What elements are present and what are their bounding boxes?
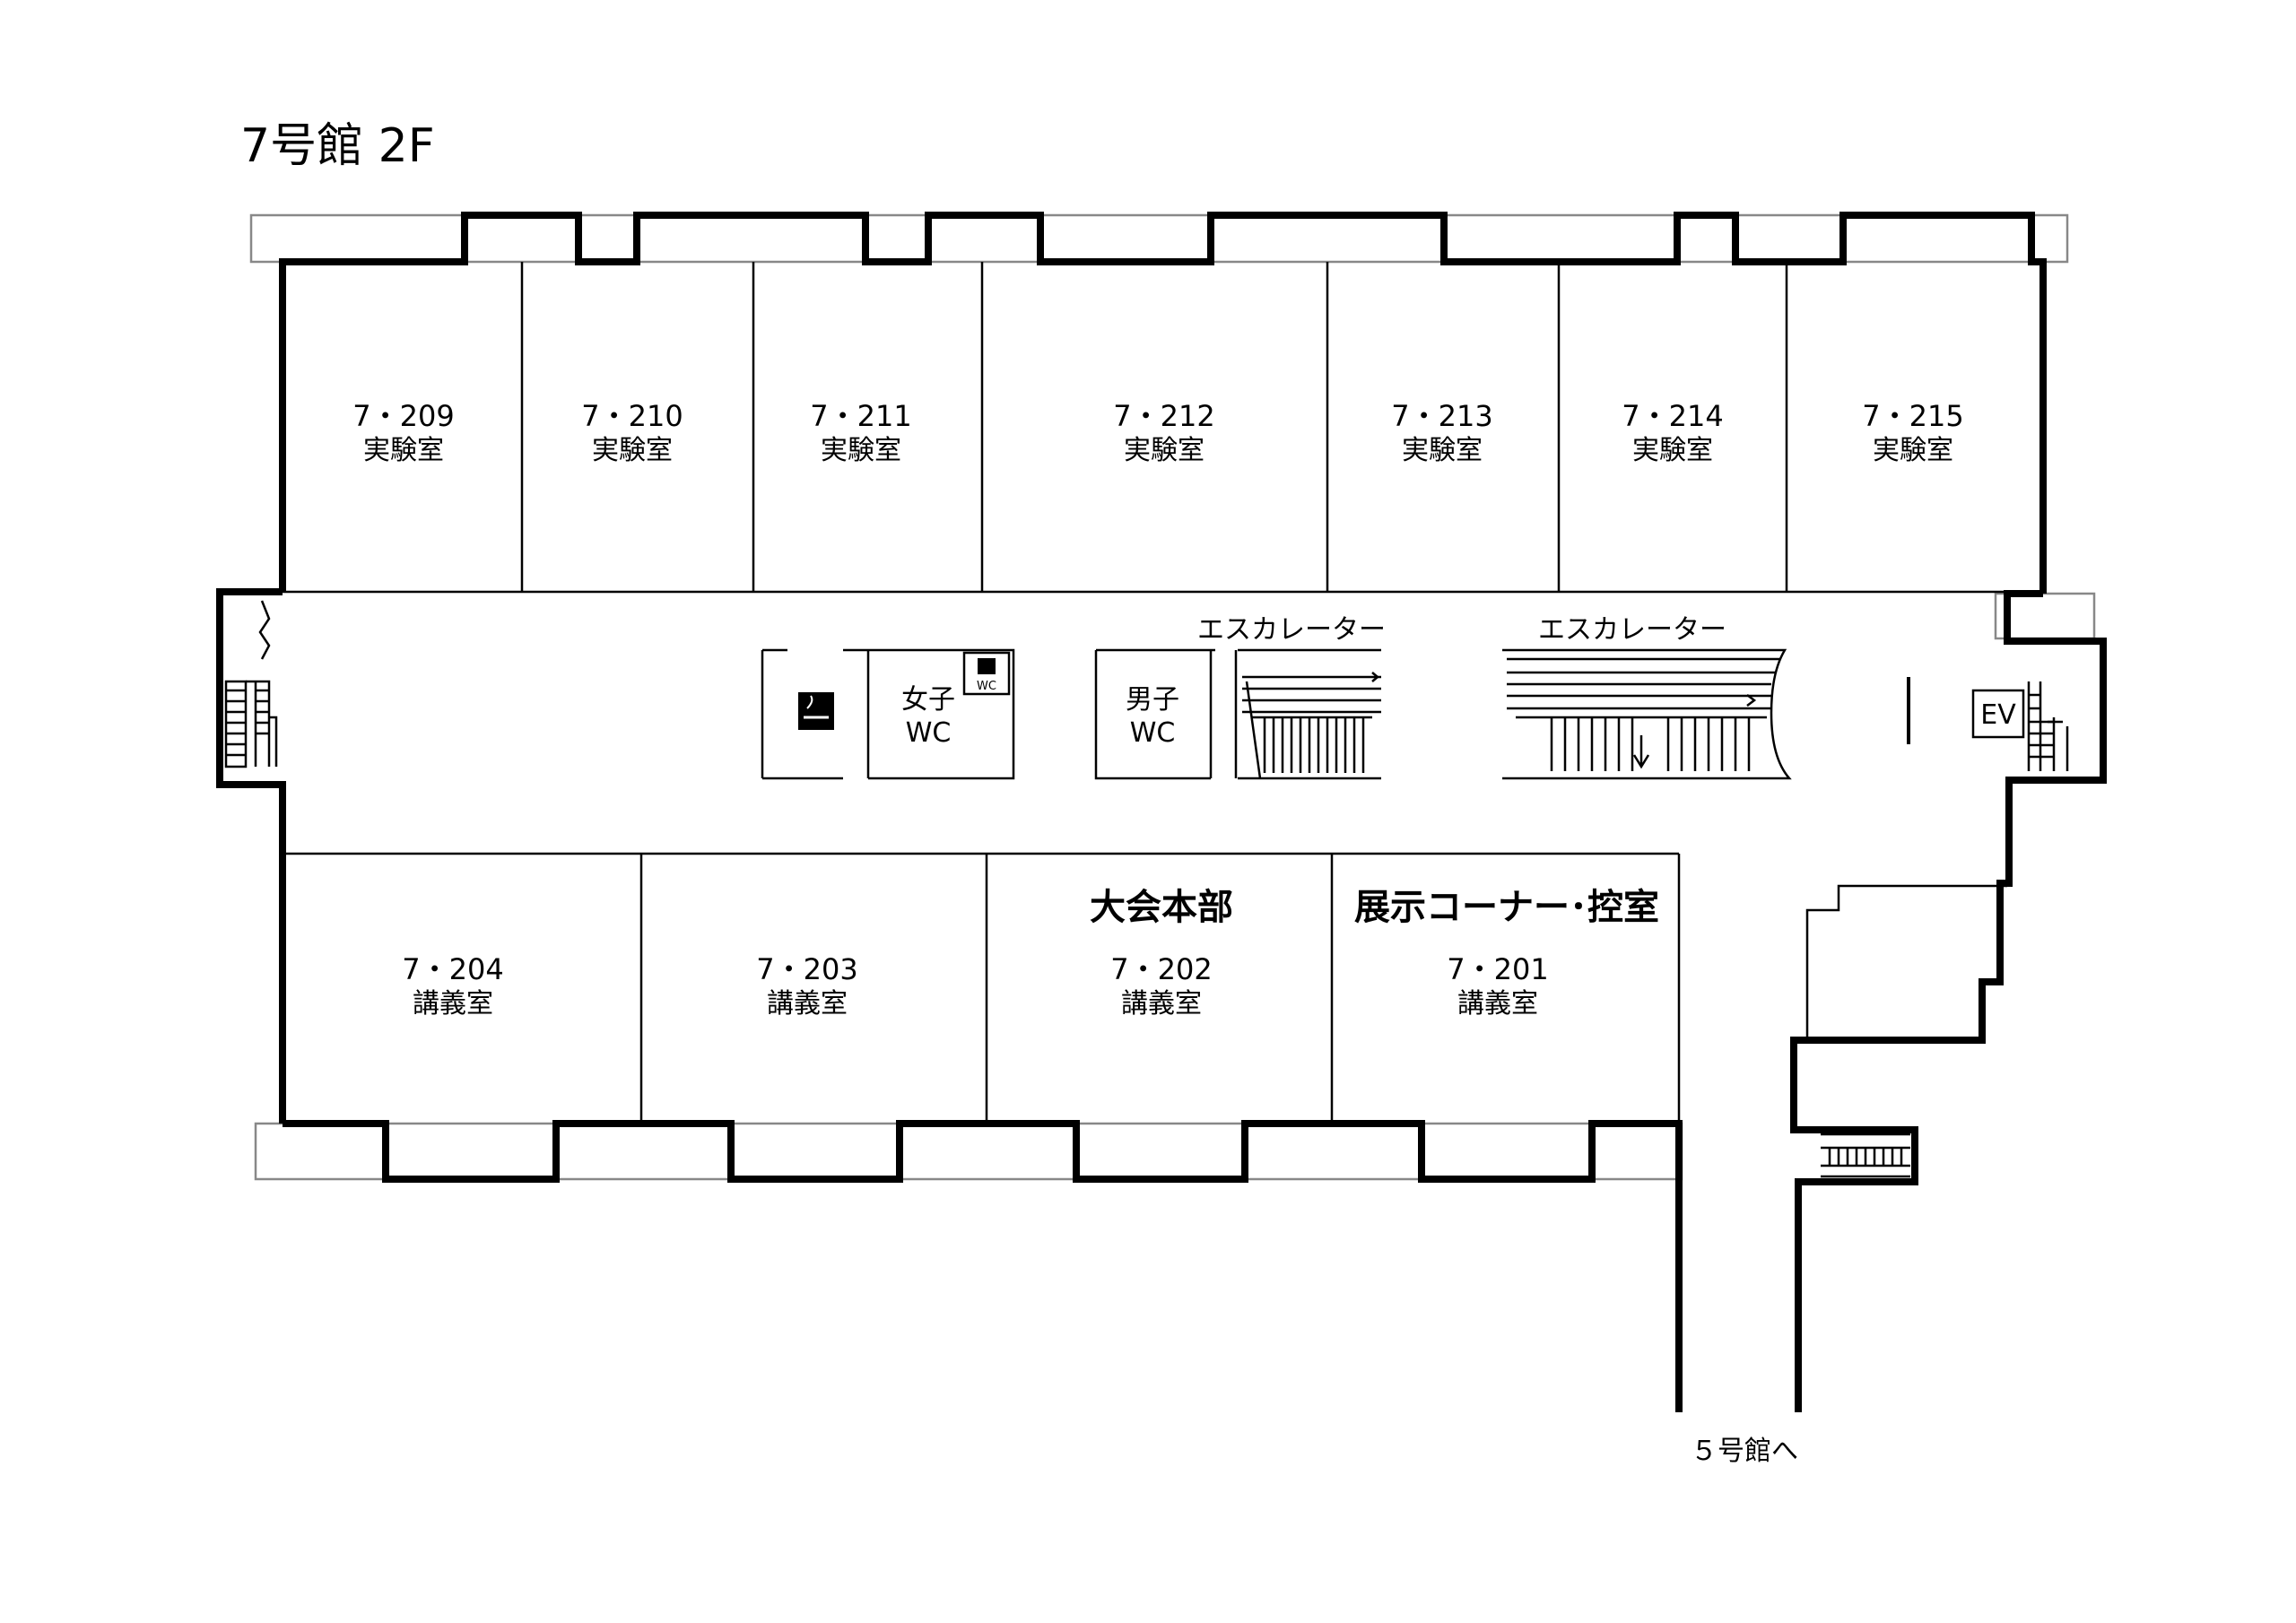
floor-title: 7号館 2F: [240, 119, 435, 173]
right-inner-outline: [1805, 884, 2007, 1040]
escalator-icon: [1502, 648, 1792, 780]
women-wc-label: 女子: [901, 684, 955, 716]
escalator-icon: [1234, 648, 1381, 780]
left-stair-wall: [216, 588, 286, 1124]
stairs-icon: [2027, 681, 2069, 771]
room-label: 大会本部: [1090, 887, 1233, 928]
top-wall: [279, 212, 2047, 594]
men-wc-label: 男子: [1126, 684, 1179, 716]
room-number: 7・213: [1391, 399, 1492, 433]
escalator-right-label: エスカレーター: [1538, 614, 1726, 646]
room-type: 講義室: [413, 988, 493, 1020]
room-number: 7・212: [1113, 399, 1214, 433]
room-type: 実験室: [1873, 435, 1953, 466]
room-number: 7・209: [352, 399, 454, 433]
bottom-wall: [283, 1120, 1683, 1412]
room-number: 7・203: [756, 952, 857, 986]
smoking-icon: [798, 692, 834, 730]
room-type: 実験室: [1402, 435, 1483, 466]
wc-sign-icon: WC: [962, 651, 1011, 696]
room-type: 講義室: [1457, 988, 1538, 1020]
stairs-icon: [1821, 1133, 1910, 1178]
men-washroom: [1094, 648, 1215, 780]
elevator-label: EV: [1980, 699, 2016, 731]
room-number: 7・211: [810, 399, 911, 433]
room-type: 実験室: [821, 435, 901, 466]
top-ledge: [249, 213, 2069, 264]
room-type: 実験室: [592, 435, 673, 466]
room-type: 講義室: [767, 988, 848, 1020]
room-number: 7・202: [1110, 952, 1212, 986]
bottom-ledge: [254, 1122, 1683, 1181]
room-number: 7・210: [581, 399, 683, 433]
room-type: 実験室: [1632, 435, 1713, 466]
left-door-icon: [258, 600, 271, 660]
washroom-block: [761, 648, 1015, 780]
room-number: 7・214: [1622, 399, 1723, 433]
room-number: 7・201: [1447, 952, 1548, 986]
stairs-icon: [224, 680, 278, 768]
right-wall: [1790, 590, 2107, 1412]
room-label: 展示コーナー･控室: [1354, 887, 1659, 928]
exit-label: ５号館へ: [1691, 1436, 1798, 1467]
escalator-left-label: エスカレーター: [1197, 614, 1386, 646]
room-type: 実験室: [363, 435, 444, 466]
men-wc-label: WC: [1130, 717, 1176, 749]
room-number: 7・204: [402, 952, 503, 986]
room-type: 講義室: [1121, 988, 1202, 1020]
elevator-box: [1971, 689, 2025, 739]
right-ledge: [1994, 592, 2096, 640]
room-type: 実験室: [1124, 435, 1205, 466]
room-number: 7・215: [1862, 399, 1963, 433]
women-wc-label: WC: [906, 717, 952, 749]
wc-small-sign-label: WC: [977, 680, 996, 693]
